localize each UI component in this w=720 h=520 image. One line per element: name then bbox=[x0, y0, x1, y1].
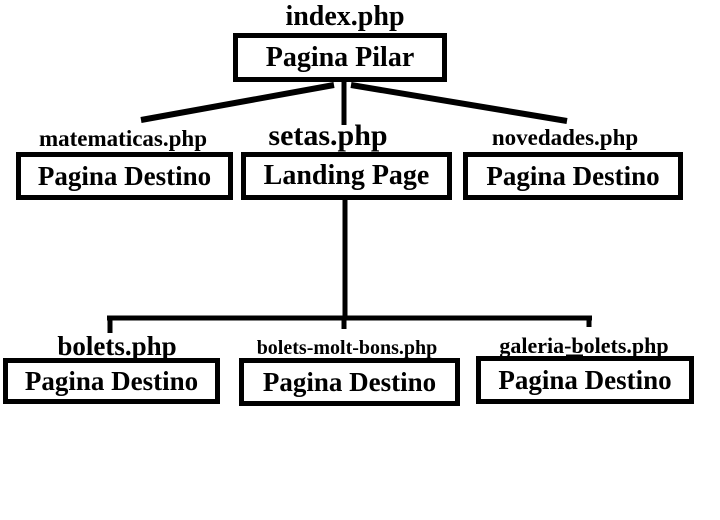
node-pagina-pilar: Pagina Pilar bbox=[233, 33, 447, 82]
file-label-galeria-bolets: galeria-bolets.php bbox=[499, 333, 669, 358]
connector-branch-left bbox=[140, 82, 335, 123]
node-pagina-destino-bolets: Pagina Destino bbox=[3, 358, 220, 404]
node-pagina-destino-bolets-molt-bons: Pagina Destino bbox=[239, 358, 460, 406]
file-label-index: index.php bbox=[285, 1, 405, 32]
file-label-matematicas: matematicas.php bbox=[38, 126, 208, 151]
node-pagina-destino-matematicas: Pagina Destino bbox=[16, 152, 233, 200]
connector-branch-right bbox=[350, 82, 568, 124]
file-label-novedades: novedades.php bbox=[491, 125, 639, 150]
file-label-bolets-molt-bons: bolets-molt-bons.php bbox=[256, 337, 438, 359]
file-label-bolets: bolets.php bbox=[57, 331, 177, 361]
node-landing-page-setas: Landing Page bbox=[241, 152, 452, 200]
node-pagina-destino-galeria-bolets: Pagina Destino bbox=[476, 356, 694, 404]
file-label-setas: setas.php bbox=[268, 119, 388, 152]
node-pagina-destino-novedades: Pagina Destino bbox=[463, 152, 683, 200]
